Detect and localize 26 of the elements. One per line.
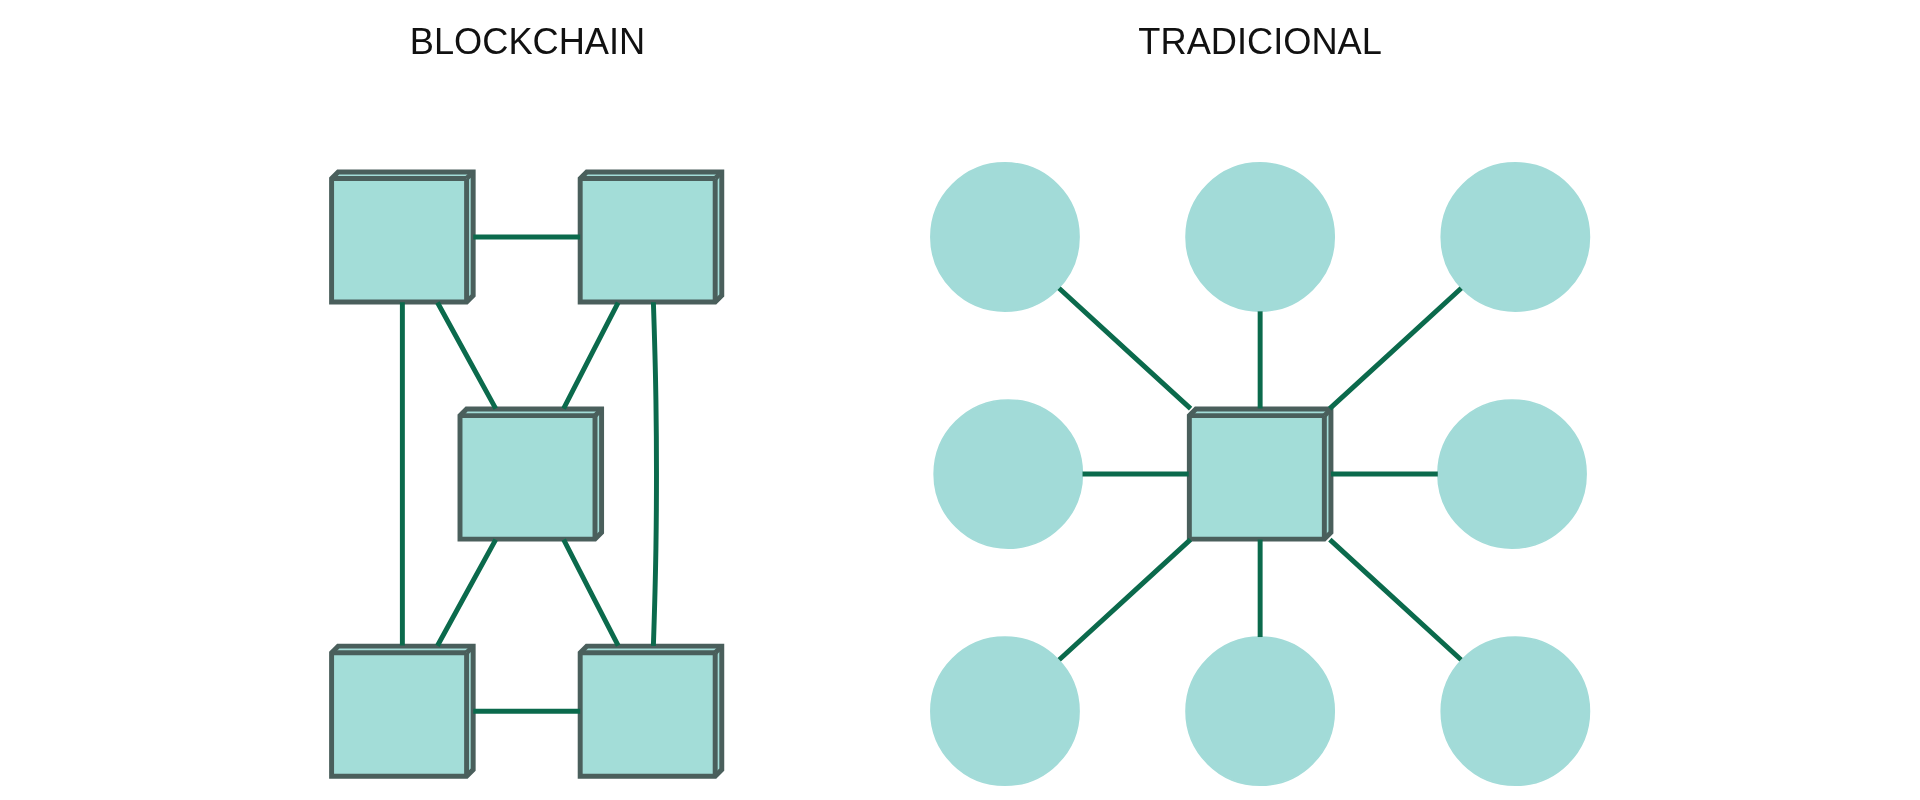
node-circle: [932, 399, 1083, 549]
connector: [399, 302, 405, 646]
node-circle: [929, 162, 1080, 312]
connector: [1327, 286, 1463, 411]
node-circle: [1184, 636, 1335, 787]
connector: [434, 301, 498, 410]
node-circle: [1436, 399, 1587, 549]
node-circle: [929, 636, 1080, 787]
connector: [1257, 311, 1263, 409]
node-circle: [1439, 636, 1590, 787]
node-circle: [1184, 162, 1335, 312]
connector: [472, 708, 580, 714]
connector: [1056, 286, 1192, 411]
node-circle: [1439, 162, 1590, 312]
connector: [1330, 471, 1438, 477]
connector: [1082, 471, 1189, 477]
connector: [472, 234, 580, 240]
connector: [560, 301, 620, 410]
connector: [560, 538, 620, 647]
label: TRADICIONAL: [1137, 20, 1382, 62]
connector: [1057, 537, 1192, 662]
connector: [1327, 537, 1463, 662]
connector: [650, 302, 659, 646]
label: BLOCKCHAIN: [409, 20, 645, 62]
connector: [1257, 539, 1263, 638]
connector: [434, 538, 498, 647]
